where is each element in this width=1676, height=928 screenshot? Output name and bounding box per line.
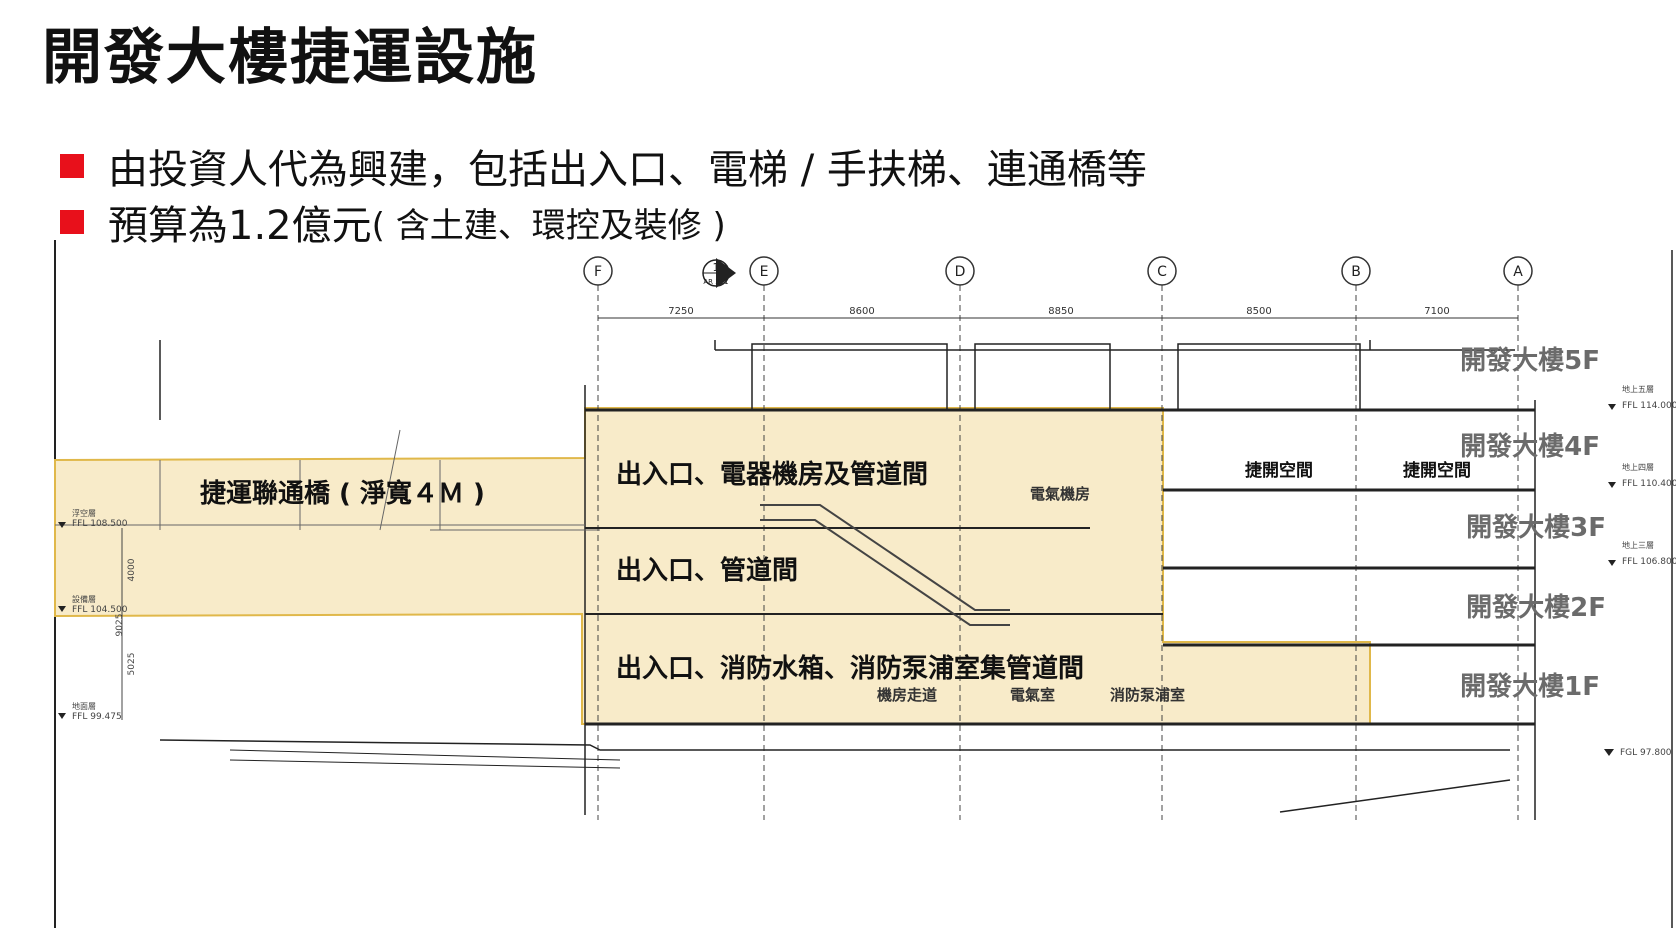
level-ffl: FFL 114.000: [1622, 401, 1676, 411]
level-name: 地上四層: [1622, 462, 1654, 472]
axis-label: D: [955, 264, 966, 280]
level-dim: 4000: [127, 558, 137, 581]
bullet-text: 預算為1.2億元: [108, 203, 372, 249]
bullet-item: 預算為1.2億元 ( 含土建、環控及裝修 ): [60, 194, 1147, 250]
dimension-line: 7250 8600 8850 8500 7100: [598, 306, 1518, 319]
floor-label: 開發大樓3F: [1466, 512, 1606, 543]
escalator-icon: [760, 504, 1010, 626]
room-label: 捷開空間: [1245, 460, 1313, 481]
bridge-structure: [55, 429, 600, 531]
level-ffl: FFL 108.500: [72, 519, 128, 529]
level-dim: 9025: [115, 614, 125, 637]
building-structure: [159, 340, 1536, 820]
zone-middle-label: 出入口、管道間: [616, 555, 798, 586]
level-name: 地面層: [72, 701, 96, 711]
axis-label: C: [1157, 264, 1167, 280]
bullet-square-icon: [60, 154, 84, 178]
level-ffl: FFL 106.800: [1622, 557, 1676, 567]
right-level-marks: 地上五層 FFL 114.000 地上四層 FFL 110.400 地上三層 F…: [1604, 384, 1676, 758]
level-name: 浮空層: [72, 508, 96, 518]
axis-label: B: [1351, 264, 1361, 280]
room-label: 電氣室: [1010, 686, 1055, 704]
bullet-list: 由投資人代為興建，包括出入口、電梯 / 手扶梯、連通橋等 預算為1.2億元 ( …: [60, 138, 1147, 250]
room-label: 電氣機房: [1030, 485, 1090, 503]
section-number: 1: [713, 261, 720, 274]
span-label: 7100: [1424, 306, 1449, 317]
section-mark-icon: 1 AR 311: [702, 258, 736, 288]
bullet-text: 由投資人代為興建，包括出入口、電梯 / 手扶梯、連通橋等: [108, 147, 1147, 193]
floor-label: 開發大樓2F: [1466, 592, 1606, 623]
level-ffl: FFL 104.500: [72, 605, 128, 615]
grid-lines: [597, 285, 1519, 820]
level-ffl: FFL 99.475: [72, 712, 122, 722]
span-label: 7250: [668, 306, 693, 317]
level-name: 地上三層: [1622, 540, 1654, 550]
floor-label: 開發大樓1F: [1460, 671, 1600, 702]
span-label: 8500: [1246, 306, 1271, 317]
floor-label: 開發大樓4F: [1460, 431, 1600, 462]
section-sheet: AR 311: [703, 278, 728, 286]
axis-label: A: [1513, 264, 1523, 280]
bullet-note: ( 含土建、環控及裝修 ): [371, 205, 726, 246]
slide-title: 開發大樓捷運設施: [42, 23, 538, 93]
room-label: 捷開空間: [1403, 460, 1471, 481]
section-drawing: F E D C B A 1 AR 311 7250 8600 8850 8500…: [54, 240, 1676, 928]
grid-axis-bubbles: F E D C B A: [583, 256, 1533, 286]
room-label: 機房走道: [877, 686, 937, 704]
bridge-label: 捷運聯通橋 ( 淨寬４Ｍ ): [200, 478, 485, 509]
level-name: 地上五層: [1622, 384, 1654, 394]
zone-lower-label: 出入口、消防水箱、消防泵浦室集管道間: [616, 653, 1084, 684]
level-ffl: FFL 110.400: [1622, 479, 1676, 489]
bullet-item: 由投資人代為興建，包括出入口、電梯 / 手扶梯、連通橋等: [60, 138, 1147, 194]
level-name: 設備層: [72, 594, 96, 604]
level-dim: 5025: [127, 653, 137, 676]
floor-label: 開發大樓5F: [1460, 345, 1600, 376]
span-label: 8850: [1048, 306, 1073, 317]
room-label: 消防泵浦室: [1110, 686, 1185, 704]
left-level-marks: 浮空層 FFL 108.500 設備層 FFL 104.500 地面層 FFL …: [58, 508, 137, 722]
axis-label: F: [594, 264, 602, 280]
zone-upper-label: 出入口、電器機房及管道間: [616, 459, 928, 490]
ground-level: FGL 97.800: [1620, 748, 1672, 758]
span-label: 8600: [849, 306, 874, 317]
bullet-square-icon: [60, 210, 84, 234]
axis-label: E: [760, 264, 769, 280]
